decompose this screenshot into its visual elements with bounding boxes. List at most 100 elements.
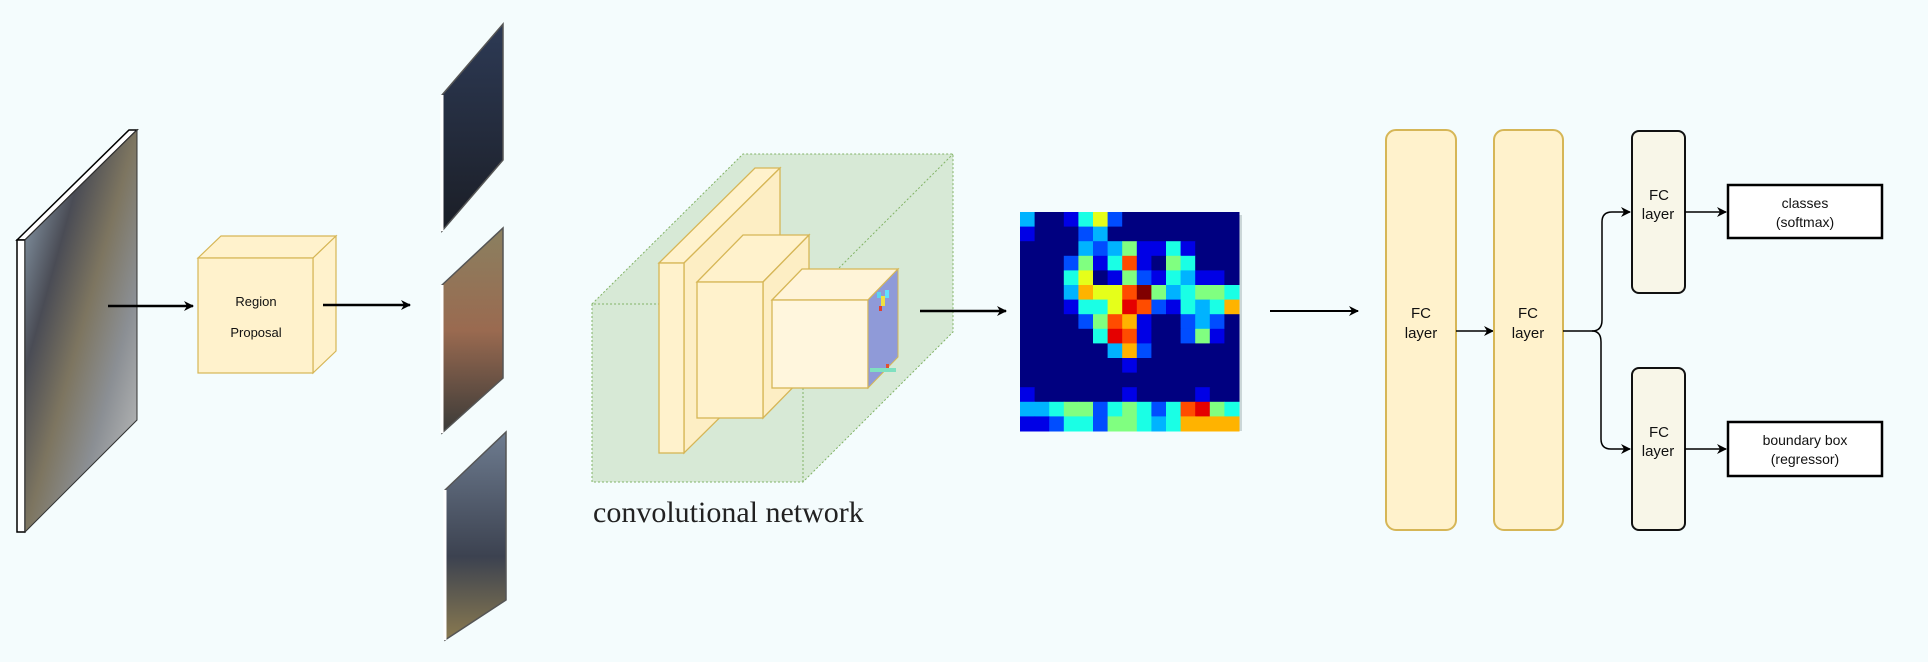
heatmap-cell — [1195, 328, 1211, 344]
heatmap-cell — [1224, 328, 1240, 344]
heatmap-cell — [1122, 328, 1138, 344]
fc-layer-classes: FC layer — [1631, 130, 1686, 294]
heatmap-cell — [1122, 314, 1138, 330]
heatmap-cell — [1209, 255, 1225, 271]
heatmap-cell — [1136, 343, 1152, 359]
heatmap-cell — [1107, 226, 1123, 242]
heatmap-cell — [1195, 255, 1211, 271]
heatmap-cell — [1093, 401, 1109, 417]
heatmap-cell — [1209, 416, 1225, 432]
heatmap-cell — [1078, 358, 1094, 374]
heatmap-cell — [1195, 358, 1211, 374]
heatmap-cell — [1151, 314, 1167, 330]
heatmap-cell — [1195, 401, 1211, 417]
heatmap-cell — [1195, 343, 1211, 359]
heatmap-cell — [1078, 241, 1094, 257]
conv-network-label: convolutional network — [593, 496, 864, 529]
heatmap-cell — [1034, 358, 1050, 374]
heatmap-cell — [1209, 314, 1225, 330]
heatmap-cell — [1195, 241, 1211, 257]
region-proposal-label-2: Proposal — [230, 325, 281, 340]
heatmap-cell — [1122, 241, 1138, 257]
heatmap-cell — [1107, 328, 1123, 344]
heatmap-cell — [1078, 226, 1094, 242]
heatmap-cell — [1180, 212, 1196, 228]
heatmap-cell — [1180, 314, 1196, 330]
heatmap-cell — [1136, 358, 1152, 374]
heatmap-cell — [1049, 255, 1065, 271]
heatmap-cell — [1122, 212, 1138, 228]
heatmap-cell — [1093, 372, 1109, 388]
heatmap-cell — [1209, 285, 1225, 301]
heatmap-cell — [1195, 270, 1211, 286]
heatmap-cell — [1195, 416, 1211, 432]
heatmap-cell — [1224, 358, 1240, 374]
heatmap-cell — [1063, 270, 1079, 286]
heatmap-cell — [1151, 255, 1167, 271]
heatmap-cell — [1034, 299, 1050, 315]
output-classes-box: classes (softmax) — [1726, 183, 1884, 240]
heatmap-cell — [1034, 343, 1050, 359]
heatmap-cell — [1034, 241, 1050, 257]
heatmap-cell — [1049, 212, 1065, 228]
output-bbox-label-1: boundary box — [1763, 432, 1848, 448]
heatmap-cell — [1136, 314, 1152, 330]
heatmap-cell — [1151, 343, 1167, 359]
heatmap-cell — [1078, 212, 1094, 228]
heatmap-cell — [1093, 212, 1109, 228]
heatmap-cell — [1078, 270, 1094, 286]
heatmap-cell — [1151, 401, 1167, 417]
fc-layer-1: FC layer — [1385, 129, 1457, 531]
output-classes-label-2: (softmax) — [1776, 214, 1834, 230]
heatmap-cell — [1063, 314, 1079, 330]
heatmap-cell — [1136, 328, 1152, 344]
heatmap-cell — [1107, 416, 1123, 432]
heatmap-cell — [1049, 299, 1065, 315]
heatmap-cell — [1166, 358, 1182, 374]
heatmap-cell — [1122, 401, 1138, 417]
heatmap-cell — [1020, 314, 1036, 330]
heatmap-cell — [1093, 416, 1109, 432]
heatmap-cell — [1049, 372, 1065, 388]
heatmap-cell — [1136, 372, 1152, 388]
heatmap-cell — [1034, 226, 1050, 242]
heatmap-cell — [1020, 372, 1036, 388]
heatmap-cell — [1136, 299, 1152, 315]
heatmap-cell — [1166, 285, 1182, 301]
heatmap-cell — [1195, 314, 1211, 330]
feature-map-heatmap — [1020, 212, 1240, 432]
conv-feature-map-thumbnail — [870, 290, 896, 372]
output-bbox-box: boundary box (regressor) — [1726, 420, 1884, 478]
heatmap-cell — [1107, 270, 1123, 286]
heatmap-cell — [1034, 270, 1050, 286]
heatmap-cell — [1151, 358, 1167, 374]
heatmap-cell — [1093, 226, 1109, 242]
heatmap-cell — [1078, 343, 1094, 359]
heatmap-cell — [1151, 387, 1167, 403]
heatmap-cell — [1209, 299, 1225, 315]
heatmap-cell — [1166, 387, 1182, 403]
heatmap-cell — [1093, 255, 1109, 271]
heatmap-cell — [1195, 285, 1211, 301]
heatmap-cell — [1020, 255, 1036, 271]
heatmap-cell — [1151, 212, 1167, 228]
branch-connector-top — [1563, 207, 1631, 332]
heatmap-cell — [1151, 241, 1167, 257]
heatmap-cell — [1034, 255, 1050, 271]
heatmap-cell — [1020, 328, 1036, 344]
heatmap-cell — [1136, 285, 1152, 301]
heatmap-cell — [1209, 387, 1225, 403]
input-image — [15, 128, 139, 534]
heatmap-cell — [1093, 241, 1109, 257]
heatmap-cell — [1209, 212, 1225, 228]
heatmap-cell — [1166, 401, 1182, 417]
heatmap-cell — [1151, 270, 1167, 286]
heatmap-cell — [1209, 328, 1225, 344]
heatmap-cell — [1122, 372, 1138, 388]
heatmap-cell — [1166, 226, 1182, 242]
heatmap-cell — [1166, 241, 1182, 257]
heatmap-cell — [1078, 285, 1094, 301]
heatmap-cell — [1180, 270, 1196, 286]
